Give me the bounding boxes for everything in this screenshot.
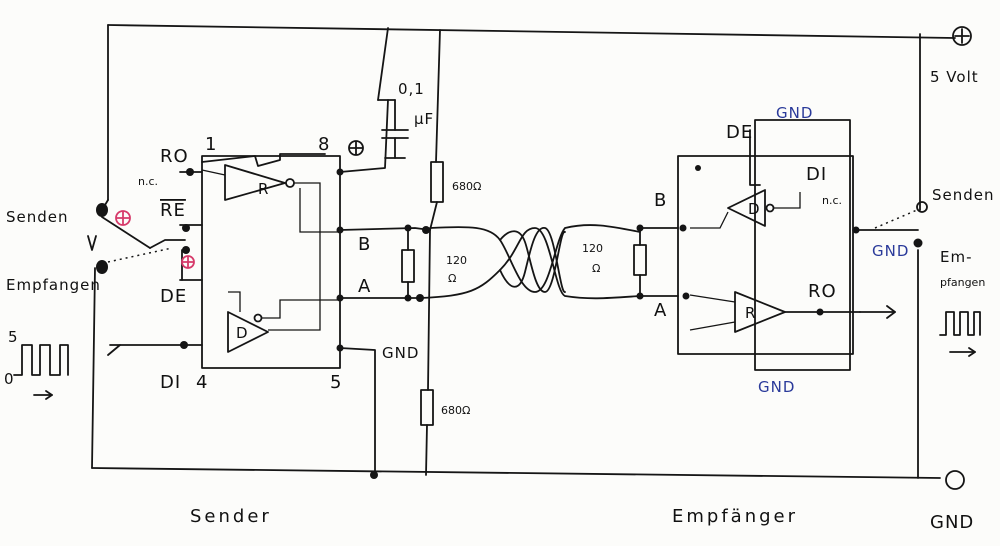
- pull-up-resistor-value: 680Ω: [452, 180, 481, 193]
- receiver-pin-di: DI: [806, 164, 827, 185]
- receiver-transceiver: [677, 119, 896, 371]
- sender-pin-de: DE: [160, 286, 187, 307]
- pull-down-resistor-value: 680Ω: [441, 404, 470, 417]
- receiver-pin-nc: n.c.: [822, 194, 842, 207]
- right-switch-send-label: Senden: [932, 186, 995, 204]
- receiver-pin-de-gnd: GND: [776, 104, 813, 122]
- sender-pin-4: 4: [196, 372, 208, 393]
- sender-term-value: 120: [446, 254, 467, 267]
- decoupling-capacitor: [377, 27, 409, 159]
- sender-term-unit: Ω: [448, 272, 456, 285]
- receiver-wiring: [639, 129, 923, 300]
- receiver-termination: [633, 224, 647, 300]
- sender-pin-nc: n.c.: [138, 175, 158, 188]
- gnd-terminal: [945, 470, 965, 490]
- output-square-wave: [939, 311, 981, 357]
- sender-transceiver: [201, 153, 341, 369]
- receiver-section-title: Empfänger: [672, 506, 798, 527]
- right-switch-receive-label-1: Em-: [940, 248, 973, 266]
- sender-receiver-letter: R: [258, 180, 269, 198]
- sender-section-title: Sender: [190, 506, 272, 527]
- sender-pin-1: 1: [205, 134, 217, 155]
- receiver-bottom-gnd: GND: [758, 378, 795, 396]
- receiver-term-value: 120: [582, 242, 603, 255]
- sender-pin-b: B: [358, 234, 371, 255]
- sender-driver-letter: D: [236, 324, 249, 342]
- sender-pin-re: RE: [160, 200, 186, 221]
- capacitor-value: 0,1: [398, 80, 425, 98]
- sender-pin-8: 8: [318, 134, 330, 155]
- sender-termination: [401, 224, 415, 302]
- supply-gnd-label: GND: [930, 512, 974, 533]
- sender-pin-gnd: GND: [382, 344, 419, 362]
- sender-wiring: [107, 99, 431, 479]
- supply-rails: [91, 24, 956, 479]
- receiver-pin-b: B: [654, 190, 667, 211]
- receiver-driver-letter: D: [748, 200, 761, 218]
- twisted-pair-cable: [419, 224, 641, 300]
- left-switch-send-label: Senden: [6, 208, 69, 226]
- left-switch-receive-label: Empfangen: [6, 276, 101, 294]
- sender-pin-ro: RO: [160, 146, 189, 167]
- sender-vcc-symbol: [348, 140, 364, 156]
- sender-pin-a: A: [358, 276, 371, 297]
- right-switch-receive-label-2: pfangen: [940, 276, 985, 289]
- input-square-wave: [13, 344, 69, 400]
- receiver-pin-a: A: [654, 300, 667, 321]
- sender-pin-5: 5: [330, 372, 342, 393]
- capacitor-unit: µF: [414, 110, 434, 128]
- supply-voltage-label: 5 Volt: [930, 68, 979, 86]
- receiver-term-unit: Ω: [592, 262, 600, 275]
- receiver-pin-ro: RO: [808, 281, 837, 302]
- sender-pin-di: DI: [160, 372, 181, 393]
- input-low-level: 0: [4, 370, 15, 388]
- plus-terminal: [952, 26, 972, 46]
- input-high-level: 5: [8, 328, 19, 346]
- receiver-receiver-letter: R: [745, 304, 756, 322]
- receiver-mode-switch: [874, 201, 928, 229]
- receiver-pin-de: DE: [726, 122, 753, 143]
- right-switch-gnd-label: GND: [872, 242, 909, 260]
- sender-mode-switch: [87, 199, 195, 274]
